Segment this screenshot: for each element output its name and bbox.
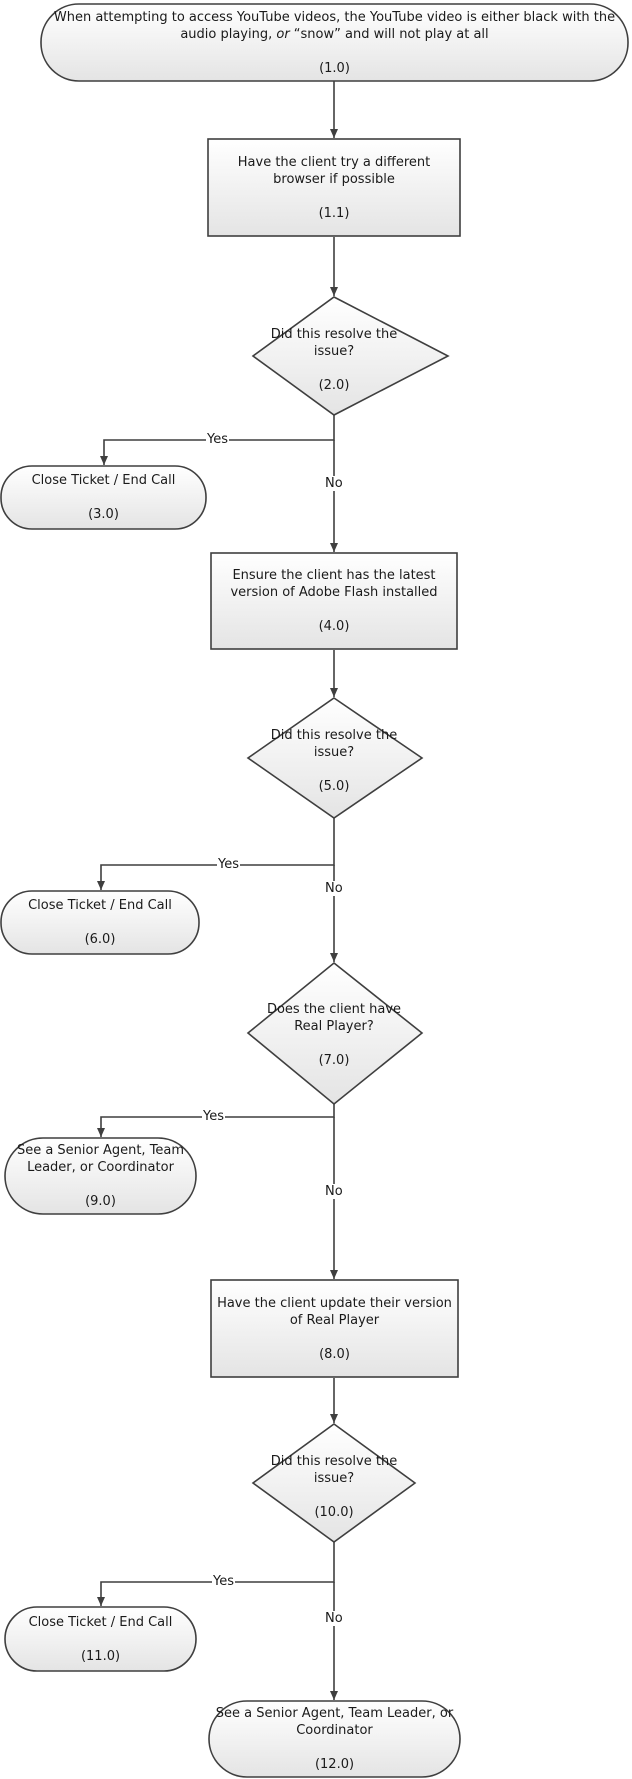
node-id: (10.0) [314, 1505, 354, 1520]
edge-label-yes-5.0: Yes [217, 857, 240, 872]
edge-label-no-5.0: No [324, 881, 344, 896]
process-shape-1.1 [207, 138, 461, 237]
edge-label-yes-2.0: Yes [206, 432, 229, 447]
edge-label-yes-10.0: Yes [212, 1574, 235, 1589]
edge-label-yes-7.0: Yes [202, 1109, 225, 1124]
node-id: (8.0) [319, 1346, 350, 1362]
node-text: When attempting to access YouTube videos… [53, 9, 616, 42]
node-id: (3.0) [88, 507, 119, 522]
terminal-shape-9.0 [4, 1137, 197, 1215]
node-id: (11.0) [80, 1648, 121, 1664]
node-id: (5.0) [318, 779, 350, 794]
end-node-6.0: Close Ticket / End Call (6.0) [1, 891, 199, 954]
node-id: (1.1) [318, 205, 350, 221]
node-id: (9.0) [85, 1194, 116, 1209]
end-node-11.0: Close Ticket / End Call (11.0) [5, 1607, 196, 1671]
edge-label-no-10.0: No [324, 1611, 344, 1626]
edge-label-no-7.0: No [324, 1184, 344, 1199]
terminal-shape-3.0 [0, 465, 207, 530]
decision-shape-2.0 [251, 296, 450, 416]
edge-5.0-yes-to-6.0 [97, 818, 335, 890]
node-id: (6.0) [84, 932, 116, 947]
terminal-shape-6.0 [0, 890, 200, 955]
node-text: Close Ticket / End Call [28, 1614, 173, 1630]
decision-shape-7.0 [246, 961, 424, 1106]
decision-shape-5.0 [246, 697, 424, 819]
process-shape-8.0 [210, 1279, 459, 1378]
process-shape-4.0 [210, 552, 458, 650]
terminal-shape-12.0 [208, 1700, 461, 1778]
terminal-shape-11.0 [4, 1606, 197, 1672]
node-id: (1.0) [319, 60, 350, 76]
node-id: (2.0) [318, 378, 350, 393]
end-node-3.0: Close Ticket / End Call (3.0) [1, 466, 206, 529]
node-text: Close Ticket / End Call [28, 898, 172, 913]
node-text: Close Ticket / End Call [31, 473, 176, 488]
node-id: (4.0) [318, 619, 350, 634]
node-id: (12.0) [314, 1757, 355, 1772]
decision-shape-10.0 [251, 1423, 417, 1543]
terminal-shape-1.0 [40, 3, 629, 82]
edge-label-no-2.0: No [324, 476, 344, 491]
node-id: (7.0) [318, 1053, 350, 1068]
start-node-1.0: When attempting to access YouTube videos… [41, 4, 628, 81]
